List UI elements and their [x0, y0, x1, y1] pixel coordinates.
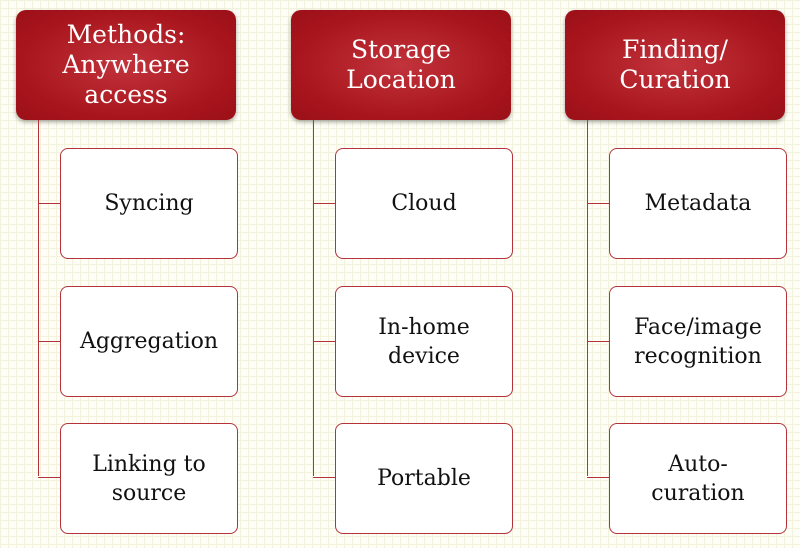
- column-finding: Finding/ Curation Metadata Face/image re…: [565, 0, 795, 548]
- connector-line: [587, 120, 588, 476]
- node-portable: Portable: [335, 423, 513, 534]
- connector-branch: [587, 203, 609, 204]
- connector-branch: [313, 203, 335, 204]
- connector-branch: [313, 341, 335, 342]
- connector-branch: [38, 341, 60, 342]
- column-methods: Methods: Anywhere access Syncing Aggrega…: [16, 0, 246, 548]
- node-aggregation: Aggregation: [60, 286, 238, 397]
- connector-branch: [38, 477, 60, 478]
- header-storage-location: Storage Location: [291, 10, 511, 120]
- connector-line: [313, 120, 314, 476]
- node-auto-curation: Auto- curation: [609, 423, 787, 534]
- node-face-image-recognition: Face/image recognition: [609, 286, 787, 397]
- node-linking-to-source: Linking to source: [60, 423, 238, 534]
- node-in-home-device: In-home device: [335, 286, 513, 397]
- node-metadata: Metadata: [609, 148, 787, 259]
- column-storage: Storage Location Cloud In-home device Po…: [291, 0, 521, 548]
- header-finding-curation: Finding/ Curation: [565, 10, 785, 120]
- node-syncing: Syncing: [60, 148, 238, 259]
- connector-branch: [587, 341, 609, 342]
- node-cloud: Cloud: [335, 148, 513, 259]
- connector-branch: [587, 477, 609, 478]
- connector-branch: [313, 477, 335, 478]
- connector-branch: [38, 203, 60, 204]
- header-methods: Methods: Anywhere access: [16, 10, 236, 120]
- connector-line: [38, 120, 39, 476]
